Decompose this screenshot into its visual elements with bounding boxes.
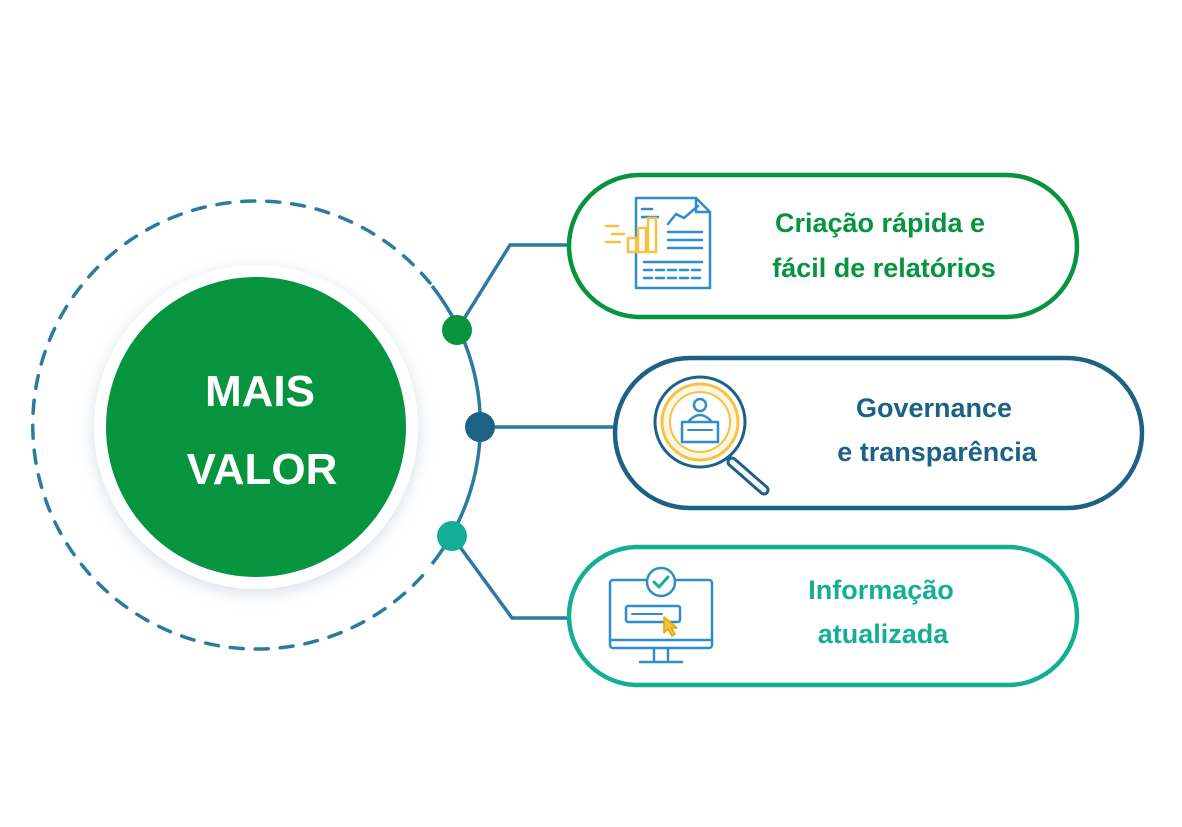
card-border xyxy=(566,544,1080,688)
magnifier-podium-icon xyxy=(653,375,770,496)
card-updated-info: Informação atualizada xyxy=(566,544,1080,688)
connector-line-3 xyxy=(450,534,570,620)
card-title-line1: Criação rápida e xyxy=(775,208,985,238)
center-title-line1: MAIS xyxy=(205,367,315,416)
card-title-line2: fácil de relatórios xyxy=(772,253,996,283)
connector-dot-1 xyxy=(442,315,472,345)
center-title-line2: VALOR xyxy=(187,445,338,494)
card-title-line2: e transparência xyxy=(837,437,1038,467)
card-report-creation: Criação rápida e fácil de relatórios xyxy=(566,172,1080,320)
report-chart-icon xyxy=(604,196,712,290)
connector-dot-3 xyxy=(437,521,467,551)
card-title-line1: Governance xyxy=(856,393,1012,423)
card-title-line1: Informação xyxy=(808,575,954,605)
card-title-line2: atualizada xyxy=(818,619,950,649)
dashed-ring xyxy=(31,199,432,651)
card-governance: Governance e transparência xyxy=(612,355,1145,511)
monitor-check-icon xyxy=(608,566,714,664)
center-circle xyxy=(106,277,406,577)
connector-dot-2 xyxy=(465,412,495,442)
connector-line-1 xyxy=(455,243,570,331)
